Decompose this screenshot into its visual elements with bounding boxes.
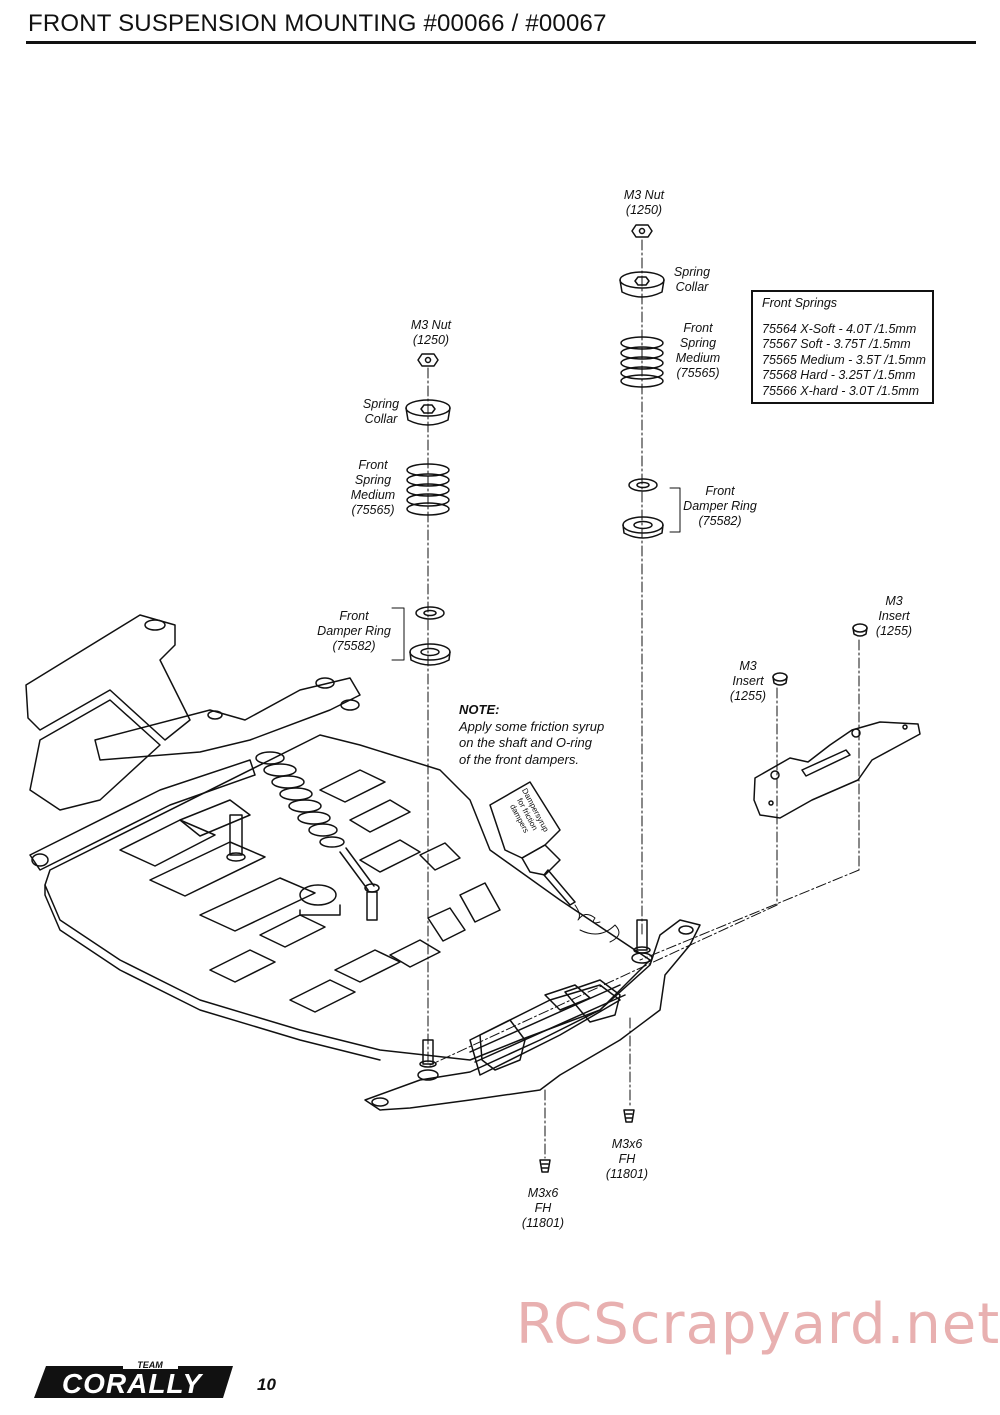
title-rule <box>26 41 976 44</box>
svg-text:CORALLY: CORALLY <box>62 1368 204 1399</box>
note-line: Apply some friction syrup <box>459 718 605 734</box>
left-nut-label: M3 Nut(1250) <box>410 318 452 347</box>
chassis-plate-part <box>44 734 651 1061</box>
front-springs-item: 75566 X-hard - 3.0T /1.5mm <box>762 383 920 398</box>
front-springs-item: 75567 Soft - 3.75T /1.5mm <box>762 337 911 351</box>
right-damper-ring-part <box>622 478 664 539</box>
team-corally-logo: TEAM CORALLY <box>34 1360 233 1399</box>
left-damper-bracket <box>391 607 405 661</box>
left-collar-part <box>405 399 451 426</box>
right-damper-bracket <box>669 487 681 533</box>
right-nut-part <box>631 224 653 238</box>
front-nose-part <box>364 919 701 1111</box>
front-springs-box: Front Springs 75564 X-Soft - 4.0T /1.5mm… <box>751 290 934 404</box>
screw-a-part <box>539 1159 551 1173</box>
assembly-center-lines <box>427 239 860 1159</box>
syrup-bottle-part <box>489 781 620 943</box>
front-springs-heading: Front Springs <box>762 296 838 310</box>
right-collar-part <box>619 271 665 298</box>
right-spring-part <box>620 336 664 388</box>
friction-syrup-note: NOTE: Apply some friction syrup on the s… <box>459 702 604 768</box>
page-number: 10 <box>257 1375 276 1394</box>
left-damper-ring-part <box>409 606 451 666</box>
watermark: RCScrapyard.net <box>516 1292 1000 1357</box>
page-title: FRONT SUSPENSION MOUNTING #00066 / #0006… <box>28 10 607 37</box>
note-heading: NOTE: <box>459 702 500 717</box>
front-springs-item: 75565 Medium - 3.5T /1.5mm <box>762 352 926 367</box>
suspension-arms-part <box>25 614 361 871</box>
installed-damper-part <box>255 751 380 921</box>
bumper-plate-part <box>753 721 921 819</box>
left-spring-part <box>406 463 450 516</box>
front-springs-item: 75568 Hard - 3.25T /1.5mm <box>762 368 916 382</box>
screw-b-part <box>623 1109 635 1123</box>
right-nut-label: M3 Nut(1250) <box>623 188 665 217</box>
front-springs-item: 75564 X-Soft - 4.0T /1.5mm <box>762 321 917 336</box>
insert-a-part <box>772 672 788 686</box>
insert-b-part <box>852 623 868 637</box>
left-nut-part <box>417 353 439 367</box>
svg-text:TEAM: TEAM <box>137 1360 163 1370</box>
note-line: of the front dampers. <box>459 751 579 767</box>
note-line: on the shaft and O-ring <box>459 735 592 750</box>
